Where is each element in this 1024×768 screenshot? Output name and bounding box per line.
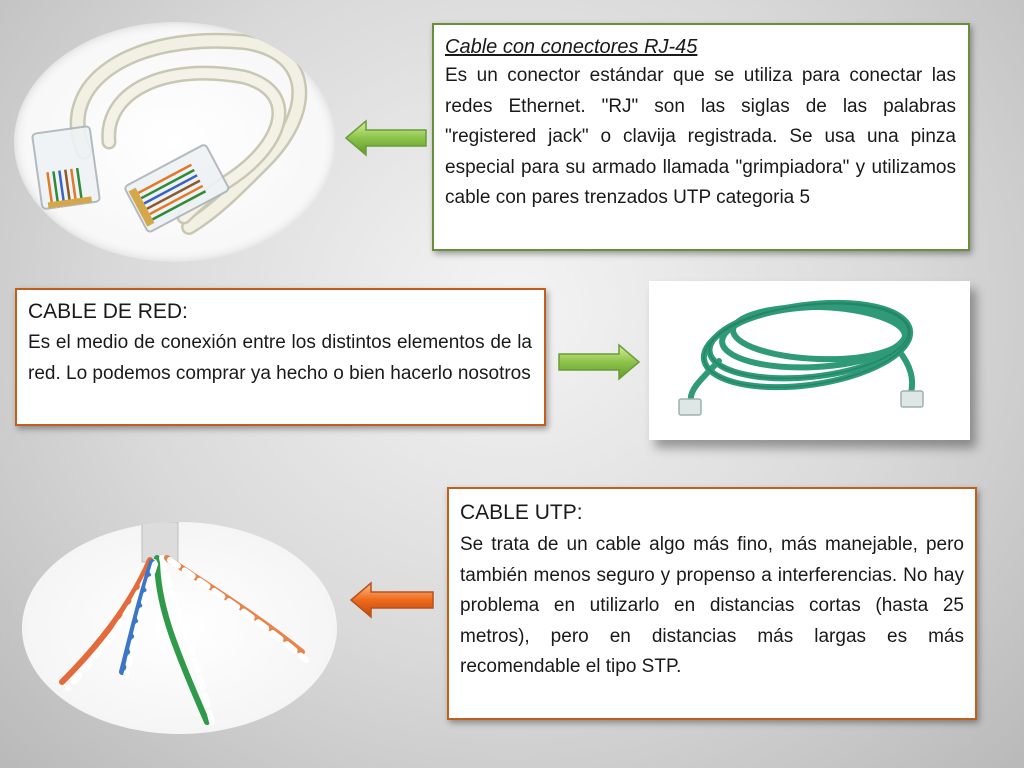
utp-cable-body: Se trata de un cable algo más fino, más … xyxy=(460,534,964,677)
utp-twisted-pairs-photo xyxy=(22,522,337,734)
arrow-right-green-icon xyxy=(557,342,641,387)
rj45-body: Es un conector estándar que se utiliza p… xyxy=(445,65,956,208)
green-network-cable-photo xyxy=(649,281,970,440)
utp-cable-description-box: CABLE UTP: Se trata de un cable algo más… xyxy=(447,487,977,720)
rj45-cable-photo xyxy=(14,22,336,262)
network-cable-description-box: CABLE DE RED: Es el medio de conexión en… xyxy=(15,288,546,426)
arrow-left-green-icon xyxy=(344,118,428,163)
network-cable-title: CABLE DE RED: xyxy=(28,300,188,323)
utp-cable-title: CABLE UTP: xyxy=(460,501,583,524)
rj45-title: Cable con conectores RJ-45 xyxy=(445,36,698,58)
network-cable-body: Es el medio de conexión entre los distin… xyxy=(28,332,532,384)
rj45-description-box: Cable con conectores RJ-45 Es un conecto… xyxy=(432,23,970,251)
arrow-left-orange-icon xyxy=(349,580,435,625)
